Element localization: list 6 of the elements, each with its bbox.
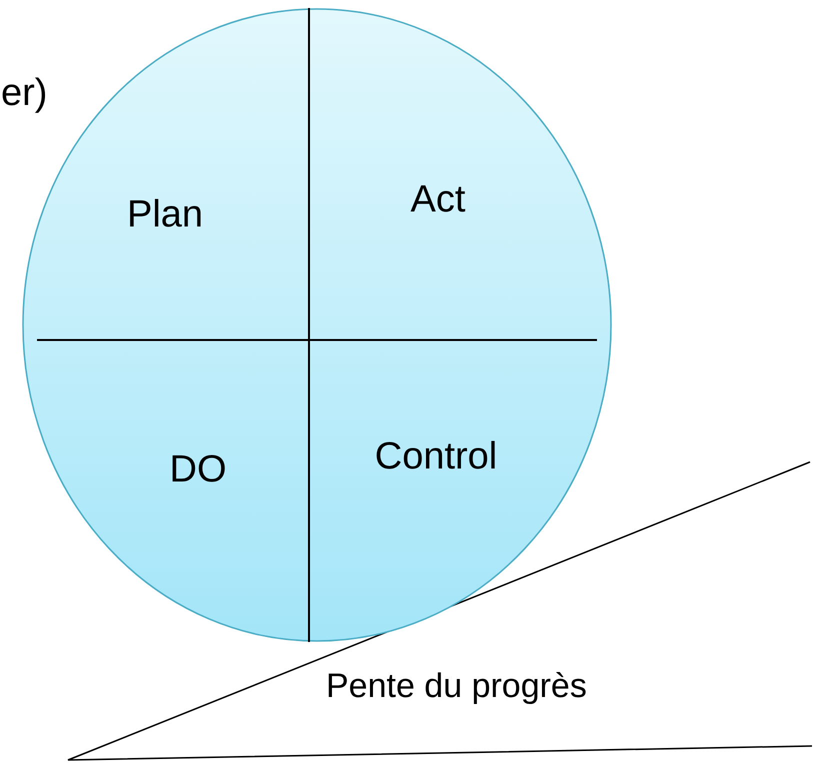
quadrant-label: DO [170, 448, 226, 492]
partial-text: er) [1, 72, 48, 115]
quadrant-label: Act [410, 178, 466, 222]
quadrant-label: Control [374, 436, 498, 478]
quadrant-label: Plan [126, 194, 204, 236]
slope-label: Pente du progrès [326, 667, 587, 706]
